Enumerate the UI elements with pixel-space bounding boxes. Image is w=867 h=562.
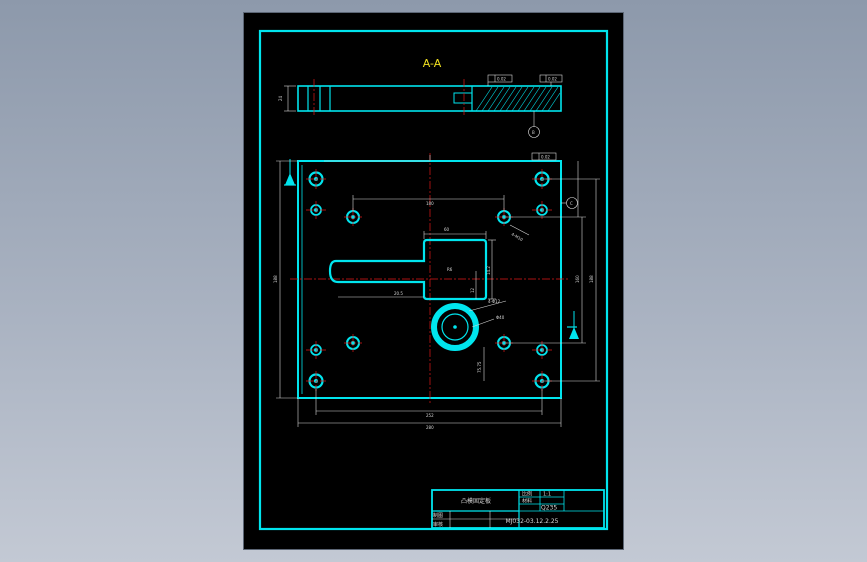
tolerance-frame-top: 0.02 <box>487 74 513 83</box>
hole-top-left <box>306 169 326 189</box>
hole-low-right <box>532 341 552 359</box>
section-marker-right <box>567 311 579 339</box>
dimension-lines <box>276 155 600 427</box>
dim-slot-depth: 20.5 <box>394 291 403 296</box>
title-checked-label: 审核 <box>433 521 443 528</box>
dim-bore-dia: Φ40 <box>496 315 505 320</box>
dim-height-left: 188 <box>273 275 278 283</box>
svg-text:B: B <box>532 130 535 135</box>
cad-drawing: A-A 24 0.02 0.0 <box>258 29 609 531</box>
section-hatch <box>475 86 561 112</box>
bore-outer <box>431 303 479 351</box>
title-drawing-number: MJ032-03.12.2.25 <box>505 518 558 525</box>
dim-slot-height: 14.2 <box>486 266 491 275</box>
svg-text:0.02: 0.02 <box>541 155 550 160</box>
dim-pin-dia: 4-Φ12 <box>488 299 501 304</box>
punch-slot <box>328 238 488 301</box>
hole-low-left <box>306 341 326 359</box>
hole-mid-left <box>306 201 326 219</box>
svg-text:0.02: 0.02 <box>548 77 557 82</box>
title-scale: 1:1 <box>543 492 551 498</box>
hole-bottom-left <box>306 371 326 391</box>
datum-b-marker <box>528 126 540 138</box>
dim-thread-spec: 4-M10 <box>511 232 525 243</box>
dim-step: 12 <box>470 287 475 293</box>
dim-hole-spacing: 75.75 <box>477 361 482 373</box>
dim-base-width: 252 <box>426 413 434 418</box>
title-block: 凸模固定板 比例 1:1 材料 Q235 MJ032-03.12.2.25 制图… <box>431 489 605 529</box>
drawing-border <box>258 29 609 531</box>
title-part-name: 凸模固定板 <box>461 497 491 505</box>
tolerance-frame-plan: 0.02 <box>531 152 557 161</box>
dim-overall-width: 280 <box>426 425 434 430</box>
thickness-dimension: 24 <box>278 95 283 101</box>
dim-height-inner: 160 <box>575 275 580 283</box>
hole-mid-right <box>532 201 552 219</box>
datum-c-marker <box>566 197 578 209</box>
plate-outline <box>297 160 562 399</box>
tolerance-frame-right: 0.02 <box>539 74 563 83</box>
svg-text:0.02: 0.02 <box>497 77 506 82</box>
title-scale-label: 比例 <box>522 491 532 498</box>
bore-inner <box>441 313 469 341</box>
title-material: Q235 <box>541 505 557 512</box>
dim-inner-width: 180 <box>426 201 434 206</box>
title-material-label: 材料 <box>522 498 532 505</box>
dim-slot-width: 60 <box>444 227 450 232</box>
dim-height-right: 188 <box>589 275 594 283</box>
drawing-sheet: A-A 24 0.02 0.0 <box>244 13 623 549</box>
section-view: 24 0.02 0.02 B <box>278 74 563 138</box>
section-label: A-A <box>423 57 442 70</box>
title-drawn-label: 制图 <box>433 512 443 519</box>
svg-text:C: C <box>570 201 573 206</box>
plan-view: 280 252 180 188 188 160 75.75 60 Φ40 4-Φ… <box>273 152 600 430</box>
pin-hole-3 <box>344 334 362 352</box>
section-marker-left <box>284 159 296 186</box>
dim-radius: R6 <box>447 267 453 272</box>
